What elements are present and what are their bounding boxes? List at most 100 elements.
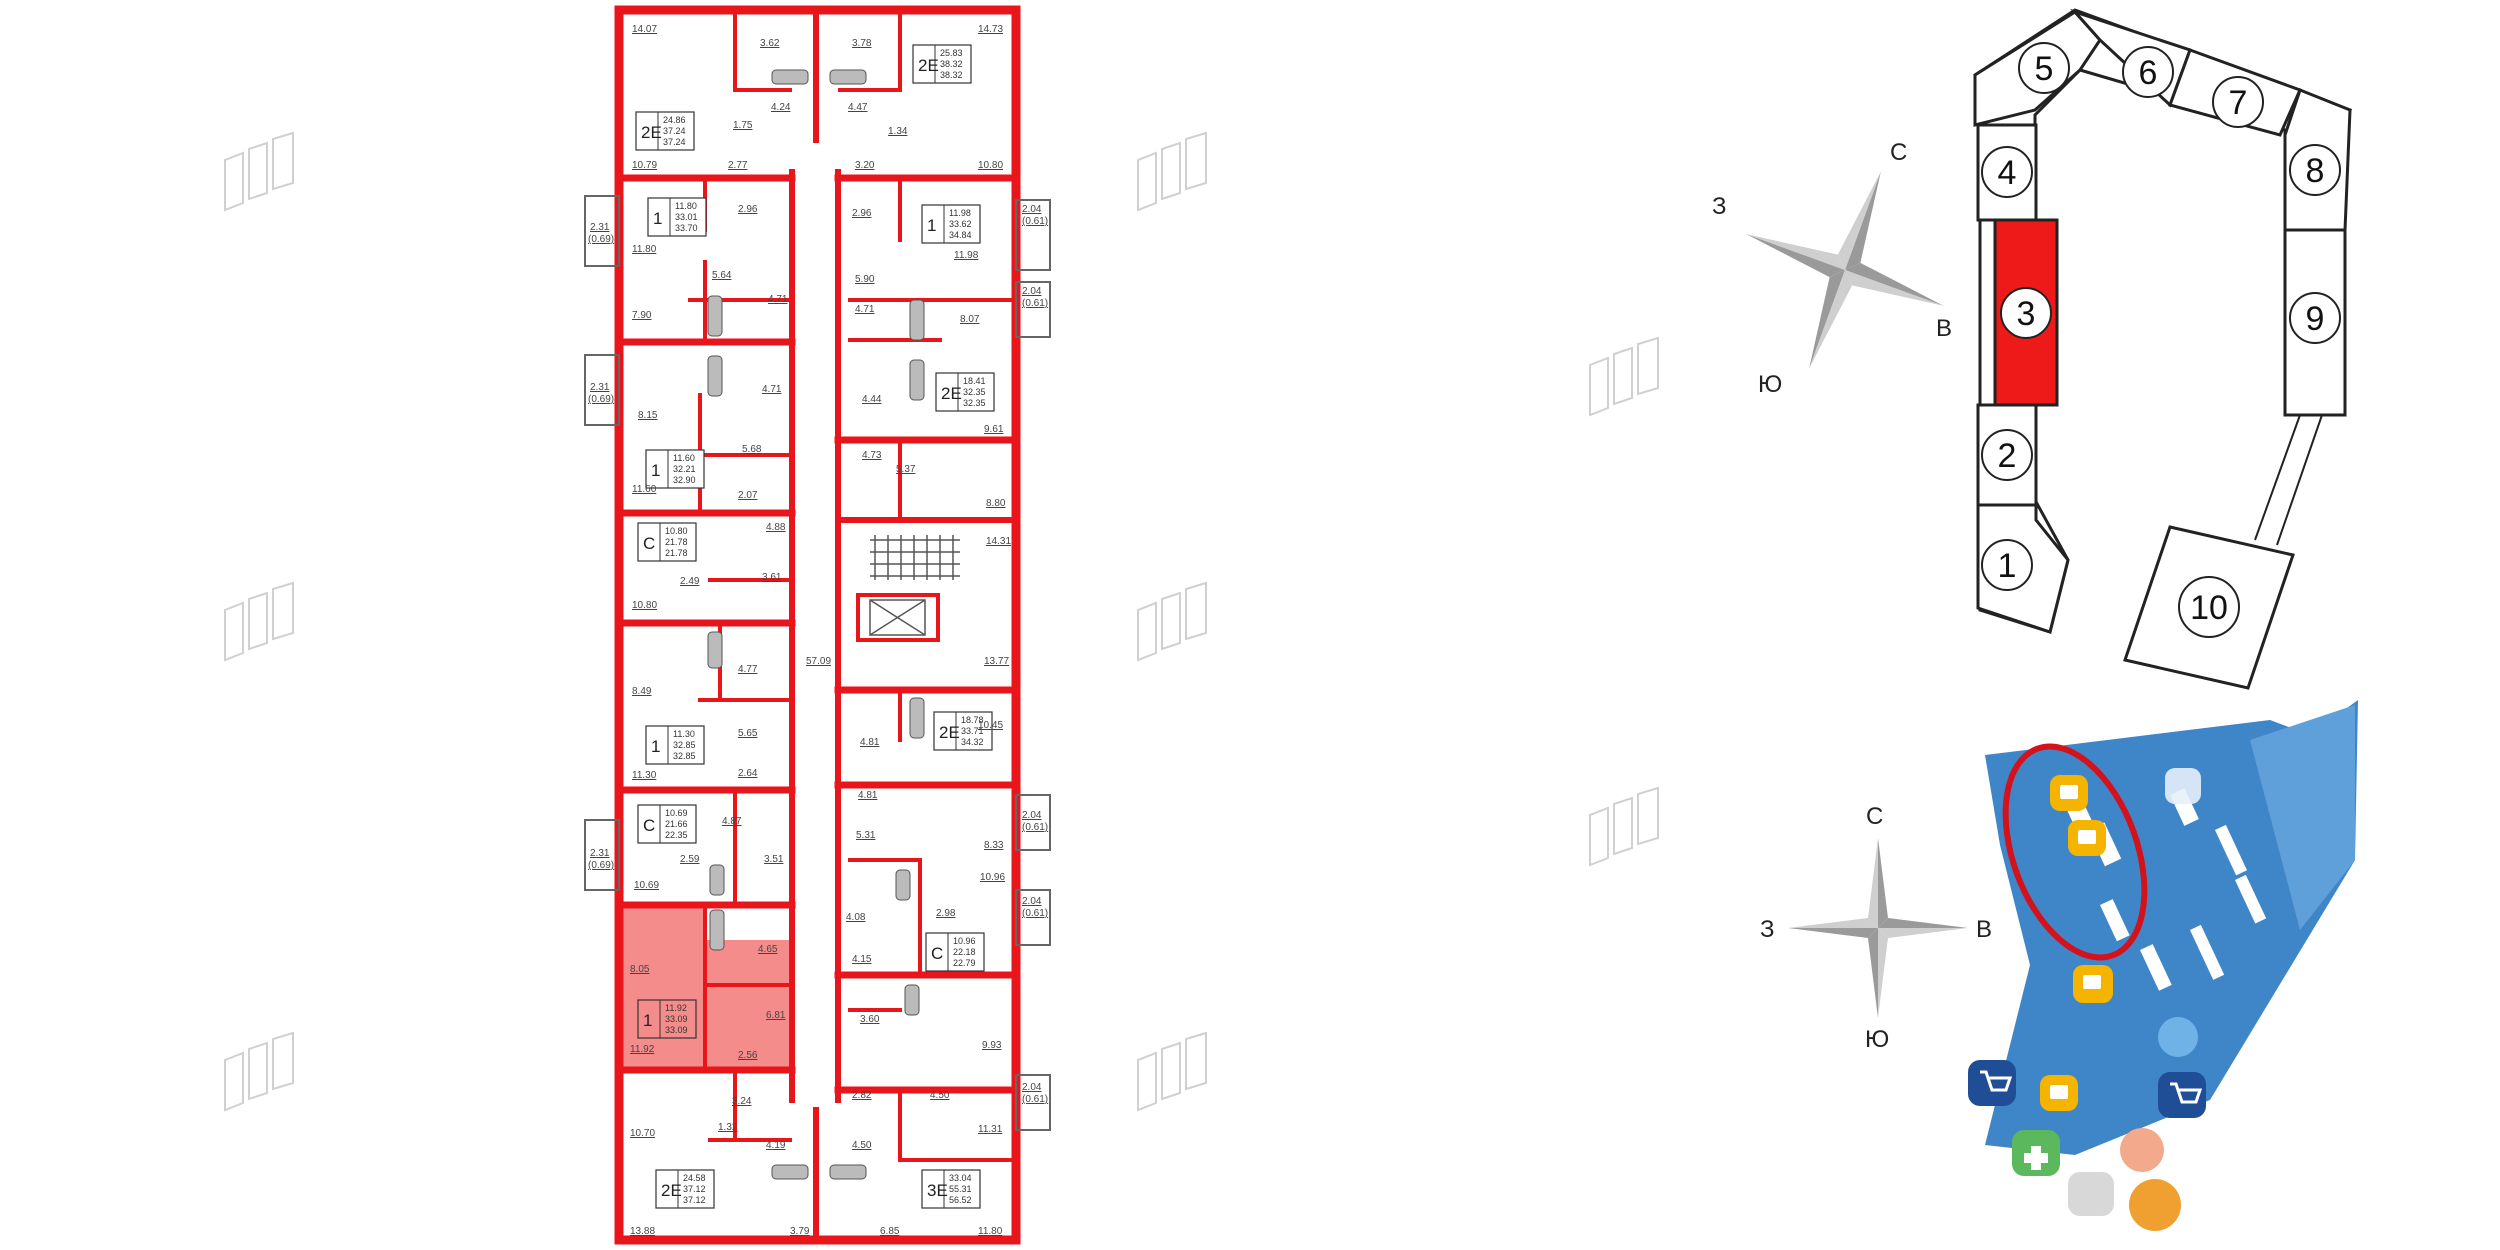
watermark-logo-icon (1589, 786, 1659, 867)
sport-icon[interactable] (2129, 1179, 2181, 1231)
room-area-label: 7.90 (632, 310, 652, 321)
apartment-area-value: 37.12 (683, 1195, 706, 1205)
apartment-area-value: 24.58 (683, 1173, 706, 1183)
elevator-shaft (857, 594, 939, 641)
apartment-area-value: 34.32 (961, 737, 984, 747)
floor-plan: 2Е24.8637.2437.242Е25.8338.3238.32111.80… (584, 5, 1051, 1245)
bathroom-fixtures (707, 69, 925, 1180)
apartment-area-value: 34.84 (949, 230, 972, 240)
room-area-label: 2.96 (738, 204, 758, 215)
room-area-label: 5.37 (896, 464, 916, 475)
building-number-7[interactable]: 7 (2212, 76, 2264, 128)
building-number-label: 9 (2306, 300, 2325, 338)
residential-pin-icon[interactable] (2165, 768, 2201, 804)
room-area-label: 10.96 (980, 872, 1005, 883)
room-area-label: 2.31 (590, 222, 610, 233)
watermark-logo-icon (1137, 131, 1207, 212)
room-area-label: (0.61) (1022, 298, 1048, 309)
room-area-label: 13.88 (630, 1226, 655, 1237)
room-area-label: 2.77 (728, 160, 748, 171)
site-plan (1973, 8, 2353, 690)
room-area-label: 4.19 (766, 1140, 786, 1151)
compass-south-label: Ю (1865, 1026, 1889, 1053)
apartment-area-value: 11.92 (665, 1003, 687, 1013)
building-number-9[interactable]: 9 (2289, 292, 2341, 344)
room-area-label: 8.07 (960, 314, 980, 325)
compass-rose-top: С В Ю З (1712, 139, 1952, 398)
apartment-area-value: 32.90 (673, 475, 696, 485)
building-number-4[interactable]: 4 (1981, 146, 2033, 198)
room-area-label: 11.80 (978, 1226, 1003, 1237)
balconies (584, 195, 1051, 1131)
building-number-5[interactable]: 5 (2018, 42, 2070, 94)
apartment-type-label: 2Е (641, 123, 662, 142)
room-area-label: 10.80 (978, 160, 1003, 171)
room-area-label: 4.81 (860, 737, 880, 748)
room-area-label: 2.59 (680, 854, 700, 865)
room-area-label: 5.31 (856, 830, 876, 841)
room-area-label: (0.61) (1022, 1094, 1048, 1105)
cafe-icon[interactable] (2120, 1128, 2164, 1172)
apartment-type-label: 2Е (918, 56, 939, 75)
watermark-logo-icon (1137, 1031, 1207, 1112)
compass-west-label: З (1712, 193, 1727, 220)
apartment-type-label: С (931, 944, 943, 963)
apartment-area-value: 11.30 (673, 729, 695, 739)
room-area-label: 14.07 (632, 24, 657, 35)
apartment-area-value: 33.62 (949, 219, 972, 229)
elevator-icon (869, 599, 926, 636)
room-area-label: 9.61 (984, 424, 1004, 435)
apartment-area-value: 10.96 (953, 936, 976, 946)
room-area-label: 11.92 (630, 1044, 655, 1055)
apartment-area-value: 11.60 (673, 453, 695, 463)
building-number-3[interactable]: 3 (2000, 287, 2052, 339)
room-area-label: 6.85 (880, 1226, 900, 1237)
camera-icon[interactable] (2068, 1172, 2114, 1216)
apartment-type-label: 1 (653, 209, 662, 228)
room-area-label: 9.93 (982, 1040, 1002, 1051)
building-number-8[interactable]: 8 (2289, 144, 2341, 196)
room-area-label: 2.07 (738, 490, 758, 501)
room-area-label: 4.47 (848, 102, 868, 113)
watermark-logos (224, 131, 1659, 1112)
apartment-type-label: 1 (927, 216, 936, 235)
apartment-area-value: 32.21 (673, 464, 696, 474)
apartment-area-value: 24.86 (663, 115, 686, 125)
room-area-label: 2.49 (680, 576, 700, 587)
apartment-area-value: 37.12 (683, 1184, 706, 1194)
apartment-area-value: 21.78 (665, 548, 688, 558)
apartment-area-value: 21.66 (665, 819, 688, 829)
room-area-label: 10.69 (634, 880, 659, 891)
apartment-area-value: 25.83 (940, 48, 963, 58)
building-number-1[interactable]: 1 (1981, 539, 2033, 591)
apartment-area-value: 18.78 (961, 715, 984, 725)
apartment-type-label: 2Е (939, 723, 960, 742)
building-number-2[interactable]: 2 (1981, 429, 2033, 481)
room-area-label: 4.81 (858, 790, 878, 801)
room-area-label: 2.31 (590, 382, 610, 393)
room-area-label: 4.08 (846, 912, 866, 923)
building-number-label: 10 (2190, 589, 2228, 627)
apartment-type-label: С (643, 816, 655, 835)
room-area-label: 57.09 (806, 656, 831, 667)
building-number-6[interactable]: 6 (2122, 46, 2174, 98)
building-number-10[interactable]: 10 (2178, 576, 2240, 638)
building-number-label: 1 (1998, 547, 2017, 585)
school-icon[interactable] (2158, 1017, 2198, 1057)
